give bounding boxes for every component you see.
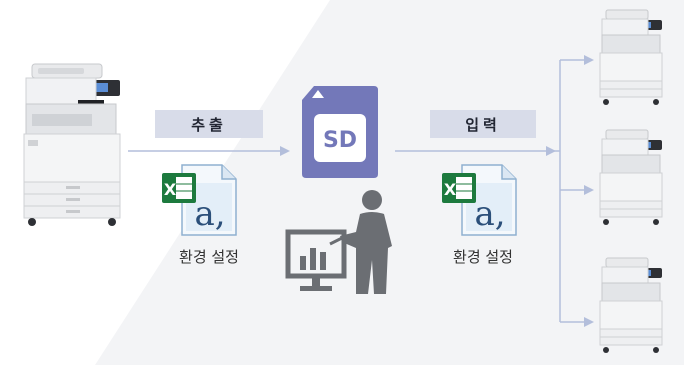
- left-file-caption: 환경 설정: [179, 248, 239, 266]
- printer-icon: [599, 9, 663, 105]
- svg-text:a,: a,: [194, 194, 225, 234]
- printer-icon: [599, 129, 663, 225]
- person-presentation-icon: [285, 190, 392, 294]
- right-file-caption: 환경 설정: [453, 248, 513, 266]
- excel-file-icon: a, X: [162, 164, 237, 236]
- svg-text:X: X: [164, 180, 177, 199]
- extract-label: 추출: [155, 110, 263, 138]
- sd-card-label: SD: [323, 128, 357, 153]
- excel-file-icon: a, X: [442, 164, 517, 236]
- svg-text:a,: a,: [474, 194, 505, 234]
- input-label-text: 입력: [465, 115, 501, 134]
- svg-text:X: X: [444, 180, 457, 199]
- input-label: 입력: [430, 110, 536, 138]
- sd-card-icon: SD: [302, 86, 378, 178]
- printer-icon: [23, 63, 121, 226]
- extract-label-text: 추출: [191, 115, 227, 134]
- printer-icon: [599, 257, 663, 353]
